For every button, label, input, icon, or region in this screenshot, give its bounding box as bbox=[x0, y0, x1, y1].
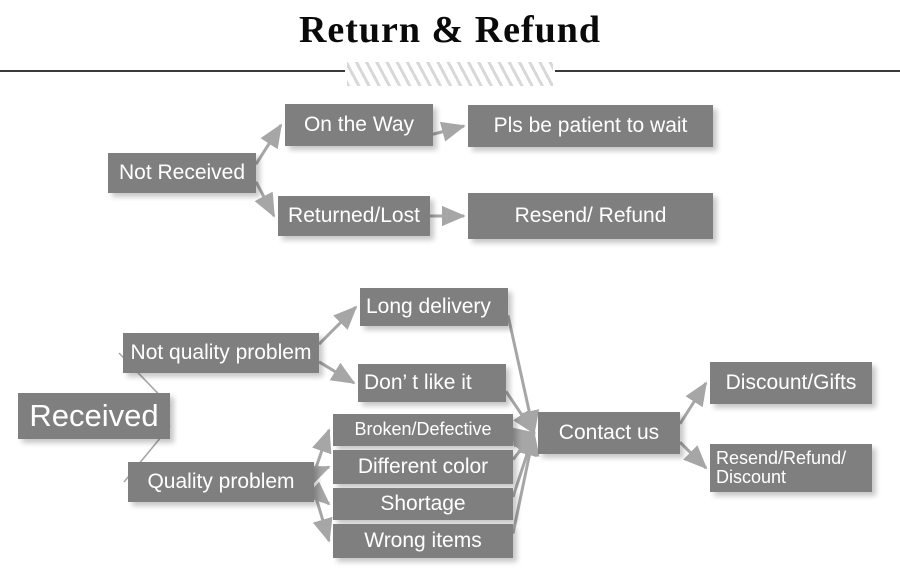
edge-contact-us-to-discount-gifts bbox=[678, 381, 708, 425]
edge-quality-to-diff-color bbox=[304, 465, 331, 485]
flow-node-long-delivery: Long delivery bbox=[360, 288, 508, 326]
edge-quality-to-broken bbox=[312, 428, 332, 474]
edge-not-received-to-returned-lost bbox=[254, 181, 276, 218]
flow-node-shortage: Shortage bbox=[333, 488, 513, 520]
edge-not-quality-to-long-delivery bbox=[317, 305, 358, 346]
header-divider bbox=[0, 62, 900, 86]
divider-rule-left bbox=[0, 70, 345, 72]
flow-node-discount-gifts: Discount/Gifts bbox=[710, 362, 872, 404]
page-title: Return & Refund bbox=[298, 9, 602, 51]
edge-quality-to-wrong-items bbox=[312, 490, 333, 543]
edge-not-received-to-on-the-way bbox=[254, 123, 283, 166]
edge-on-the-way-to-pls-be-patient bbox=[432, 121, 466, 142]
divider-rule-right bbox=[555, 70, 900, 72]
flow-node-resend-disc: Resend/Refund/ Discount bbox=[710, 444, 872, 492]
flow-node-returned-lost: Returned/Lost bbox=[278, 196, 430, 236]
flow-node-broken: Broken/Defective bbox=[333, 414, 513, 446]
edge-wrong-items-to-contact-us bbox=[511, 431, 540, 534]
flow-node-not-received: Not Received bbox=[108, 153, 256, 193]
edge-not-quality-to-dont-like bbox=[318, 360, 356, 385]
edge-contact-us-to-resend-disc bbox=[678, 441, 708, 470]
flow-node-resend-refund: Resend/ Refund bbox=[468, 193, 713, 239]
flow-node-pls-be-patient: Pls be patient to wait bbox=[468, 105, 713, 147]
flow-node-wrong-items: Wrong items bbox=[333, 524, 513, 558]
hatched-divider-icon bbox=[347, 62, 553, 86]
edge-diff-color-to-contact-us bbox=[511, 431, 536, 461]
edge-quality-to-shortage bbox=[305, 481, 331, 506]
flow-node-received: Received bbox=[18, 393, 170, 439]
flow-node-not-quality: Not quality problem bbox=[123, 333, 319, 373]
edge-shortage-to-contact-us bbox=[511, 431, 537, 498]
flow-node-contact-us: Contact us bbox=[538, 412, 680, 454]
flow-node-quality: Quality problem bbox=[128, 462, 314, 502]
flow-node-diff-color: Different color bbox=[333, 450, 513, 484]
edge-broken-to-contact-us bbox=[510, 427, 536, 448]
flow-node-on-the-way: On the Way bbox=[285, 104, 433, 146]
flow-node-dont-like: Don’ t like it bbox=[358, 364, 506, 402]
